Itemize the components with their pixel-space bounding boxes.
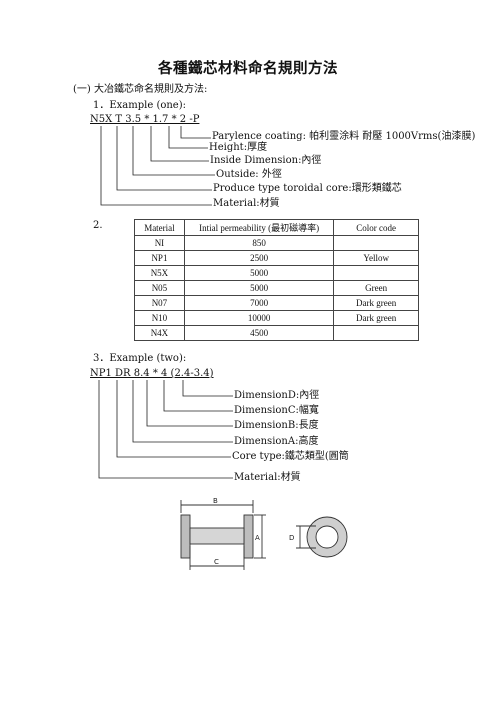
- leader-outside: [132, 126, 215, 176]
- leader-dim-c: [163, 380, 233, 412]
- label-parylene-coating: Parylence coating: 帕利靈涂料 耐壓 1000Vrms(油漆膜…: [212, 131, 476, 142]
- leader-height: [168, 126, 208, 149]
- dim-label-b: B: [213, 497, 218, 505]
- section-heading: (一) 大冶鐵芯命名規則及方法:: [73, 84, 208, 95]
- label-dimension-d: DimensionD:內徑: [234, 390, 320, 401]
- label-core-type: Core type:鐵芯類型(圓筒: [232, 451, 349, 462]
- material-table: Material Intial permeability (最初磁導率) Col…: [134, 219, 419, 341]
- cell-color: [333, 325, 419, 341]
- example-two-code: NP1 DR 8.4 * 4 (2.4-3.4): [90, 368, 214, 379]
- item-two-number: 2.: [93, 220, 103, 231]
- label-dimension-c: DimensionC:幅寬: [234, 405, 319, 416]
- drum-flange-right: [243, 514, 254, 559]
- drum-body: [189, 527, 245, 545]
- label-outside: Outside: 外徑: [216, 169, 282, 180]
- dim-label-a: A: [255, 534, 260, 542]
- label-dimension-a: DimensionA:高度: [234, 436, 319, 447]
- example-one-code: N5X T 3.5 * 1.7 * 2 -P: [90, 114, 200, 125]
- cell-permeability: 4500: [183, 325, 335, 341]
- drum-flange-left: [180, 514, 191, 559]
- dim-label-d: D: [289, 534, 294, 542]
- label-produce-type: Produce type toroidal core:環形類鐵芯: [213, 183, 402, 194]
- leader-material-two: [98, 380, 233, 479]
- label-inside-dimension: Inside Dimension:內徑: [210, 155, 322, 166]
- page-title: 各種鐵芯材料命名規則方法: [158, 60, 338, 77]
- leader-coating: [180, 126, 211, 139]
- example-two-heading: 3．Example (two):: [93, 353, 187, 364]
- end-view-inner: [315, 525, 339, 549]
- leader-dim-b: [146, 380, 233, 427]
- example-one-heading: 1．Example (one):: [93, 100, 186, 111]
- label-material-two: Material:材質: [234, 472, 301, 483]
- drum-core-drawing: [180, 500, 266, 570]
- dim-label-c: C: [214, 558, 219, 566]
- leader-dim-d: [182, 380, 233, 397]
- leader-dim-a: [132, 380, 233, 443]
- leader-produce: [116, 126, 212, 191]
- label-dimension-b: DimensionB:長度: [234, 420, 319, 431]
- label-material: Material:材質: [213, 198, 280, 209]
- label-height: Height:厚度: [209, 142, 268, 153]
- leader-inside: [150, 126, 209, 162]
- leader-material: [100, 126, 212, 206]
- drum-core-end-view: [296, 516, 348, 558]
- leader-core-type: [116, 380, 231, 458]
